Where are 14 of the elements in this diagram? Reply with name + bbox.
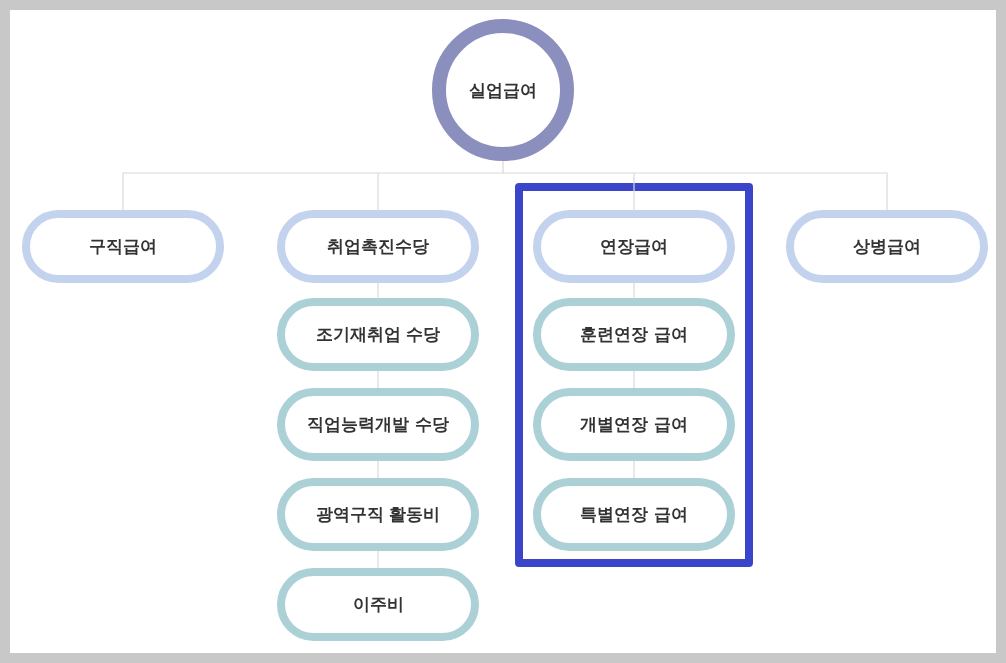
node-label: 이주비 <box>352 594 404 615</box>
node-label: 훈련연장 급여 <box>580 324 688 345</box>
node-label: 특별연장 급여 <box>580 504 688 525</box>
node-label: 실업급여 <box>469 79 537 101</box>
node-label: 취업촉진수당 <box>327 236 429 257</box>
node-label: 상병급여 <box>853 236 921 257</box>
node-label: 연장급여 <box>600 236 668 257</box>
connector-line <box>122 160 888 211</box>
highlight-frame <box>515 183 753 567</box>
node-label: 개별연장 급여 <box>580 414 688 435</box>
node-label: 구직급여 <box>89 236 157 257</box>
node-label: 광역구직 활동비 <box>315 504 441 525</box>
node-label: 직업능력개발 수당 <box>307 414 449 435</box>
node-label: 조기재취업 수당 <box>315 324 441 345</box>
